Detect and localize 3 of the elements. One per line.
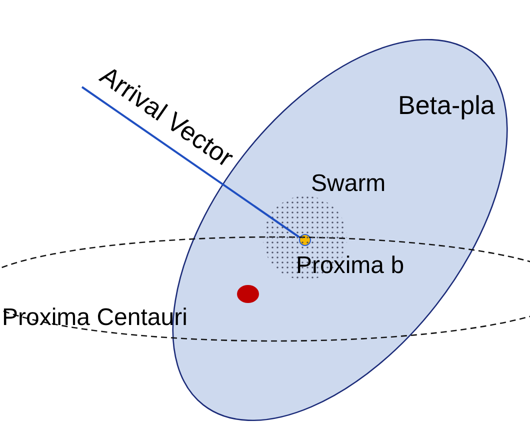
- plane-label: Beta-pla: [398, 92, 495, 118]
- swarm-label: Swarm: [311, 172, 386, 196]
- planet-label: Proxima b: [296, 254, 404, 278]
